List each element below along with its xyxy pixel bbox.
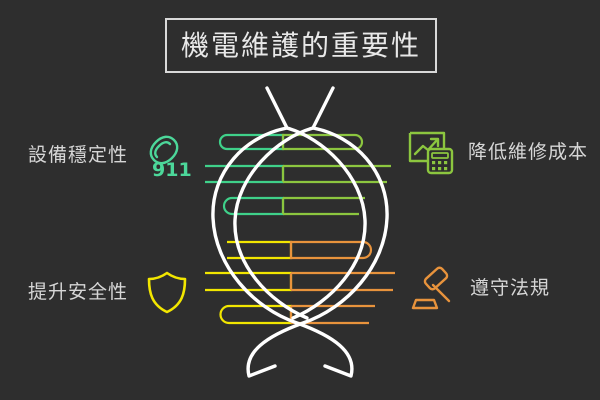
- dna-rung-1-left: [218, 133, 285, 151]
- gavel-icon: [408, 263, 458, 313]
- dna-double-helix: [205, 86, 395, 378]
- dna-strand-a-inner: [285, 126, 367, 320]
- feature-stability-label: 設備穩定性: [28, 143, 129, 166]
- phone-handset-icon: 911: [140, 130, 192, 181]
- dna-rung-3-left: [222, 196, 285, 216]
- dna-strands: [211, 86, 389, 378]
- dna-rung-5-right: [289, 271, 395, 292]
- feature-safety-label: 提升安全性: [28, 280, 129, 303]
- dna-rungs-upper: [205, 133, 391, 216]
- dna-strand-a: [211, 86, 354, 378]
- feature-cost-reduction-label: 降低維修成本: [468, 140, 589, 163]
- dna-strand-b: [246, 86, 389, 378]
- page-title: 機電維護的重要性: [180, 28, 421, 62]
- dna-rung-3-right: [281, 196, 365, 216]
- shield-icon: [142, 267, 192, 317]
- feature-regulation[interactable]: 遵守法規: [408, 258, 550, 318]
- dna-rung-2-left: [205, 164, 285, 184]
- feature-cost-reduction[interactable]: 降低維修成本: [406, 122, 588, 182]
- feature-regulation-label: 遵守法規: [470, 276, 551, 299]
- dna-rung-5-left: [205, 271, 293, 292]
- chart-calculator-icon: [406, 127, 456, 177]
- phone-emergency-number: 911: [152, 159, 192, 181]
- dna-rungs-lower: [205, 240, 395, 325]
- dna-rung-6-left: [219, 304, 293, 325]
- dna-strand-b-inner: [233, 126, 315, 320]
- feature-safety[interactable]: 提升安全性: [28, 262, 192, 322]
- page-title-box: 機電維護的重要性: [165, 18, 437, 73]
- feature-stability[interactable]: 設備穩定性 911: [28, 125, 192, 185]
